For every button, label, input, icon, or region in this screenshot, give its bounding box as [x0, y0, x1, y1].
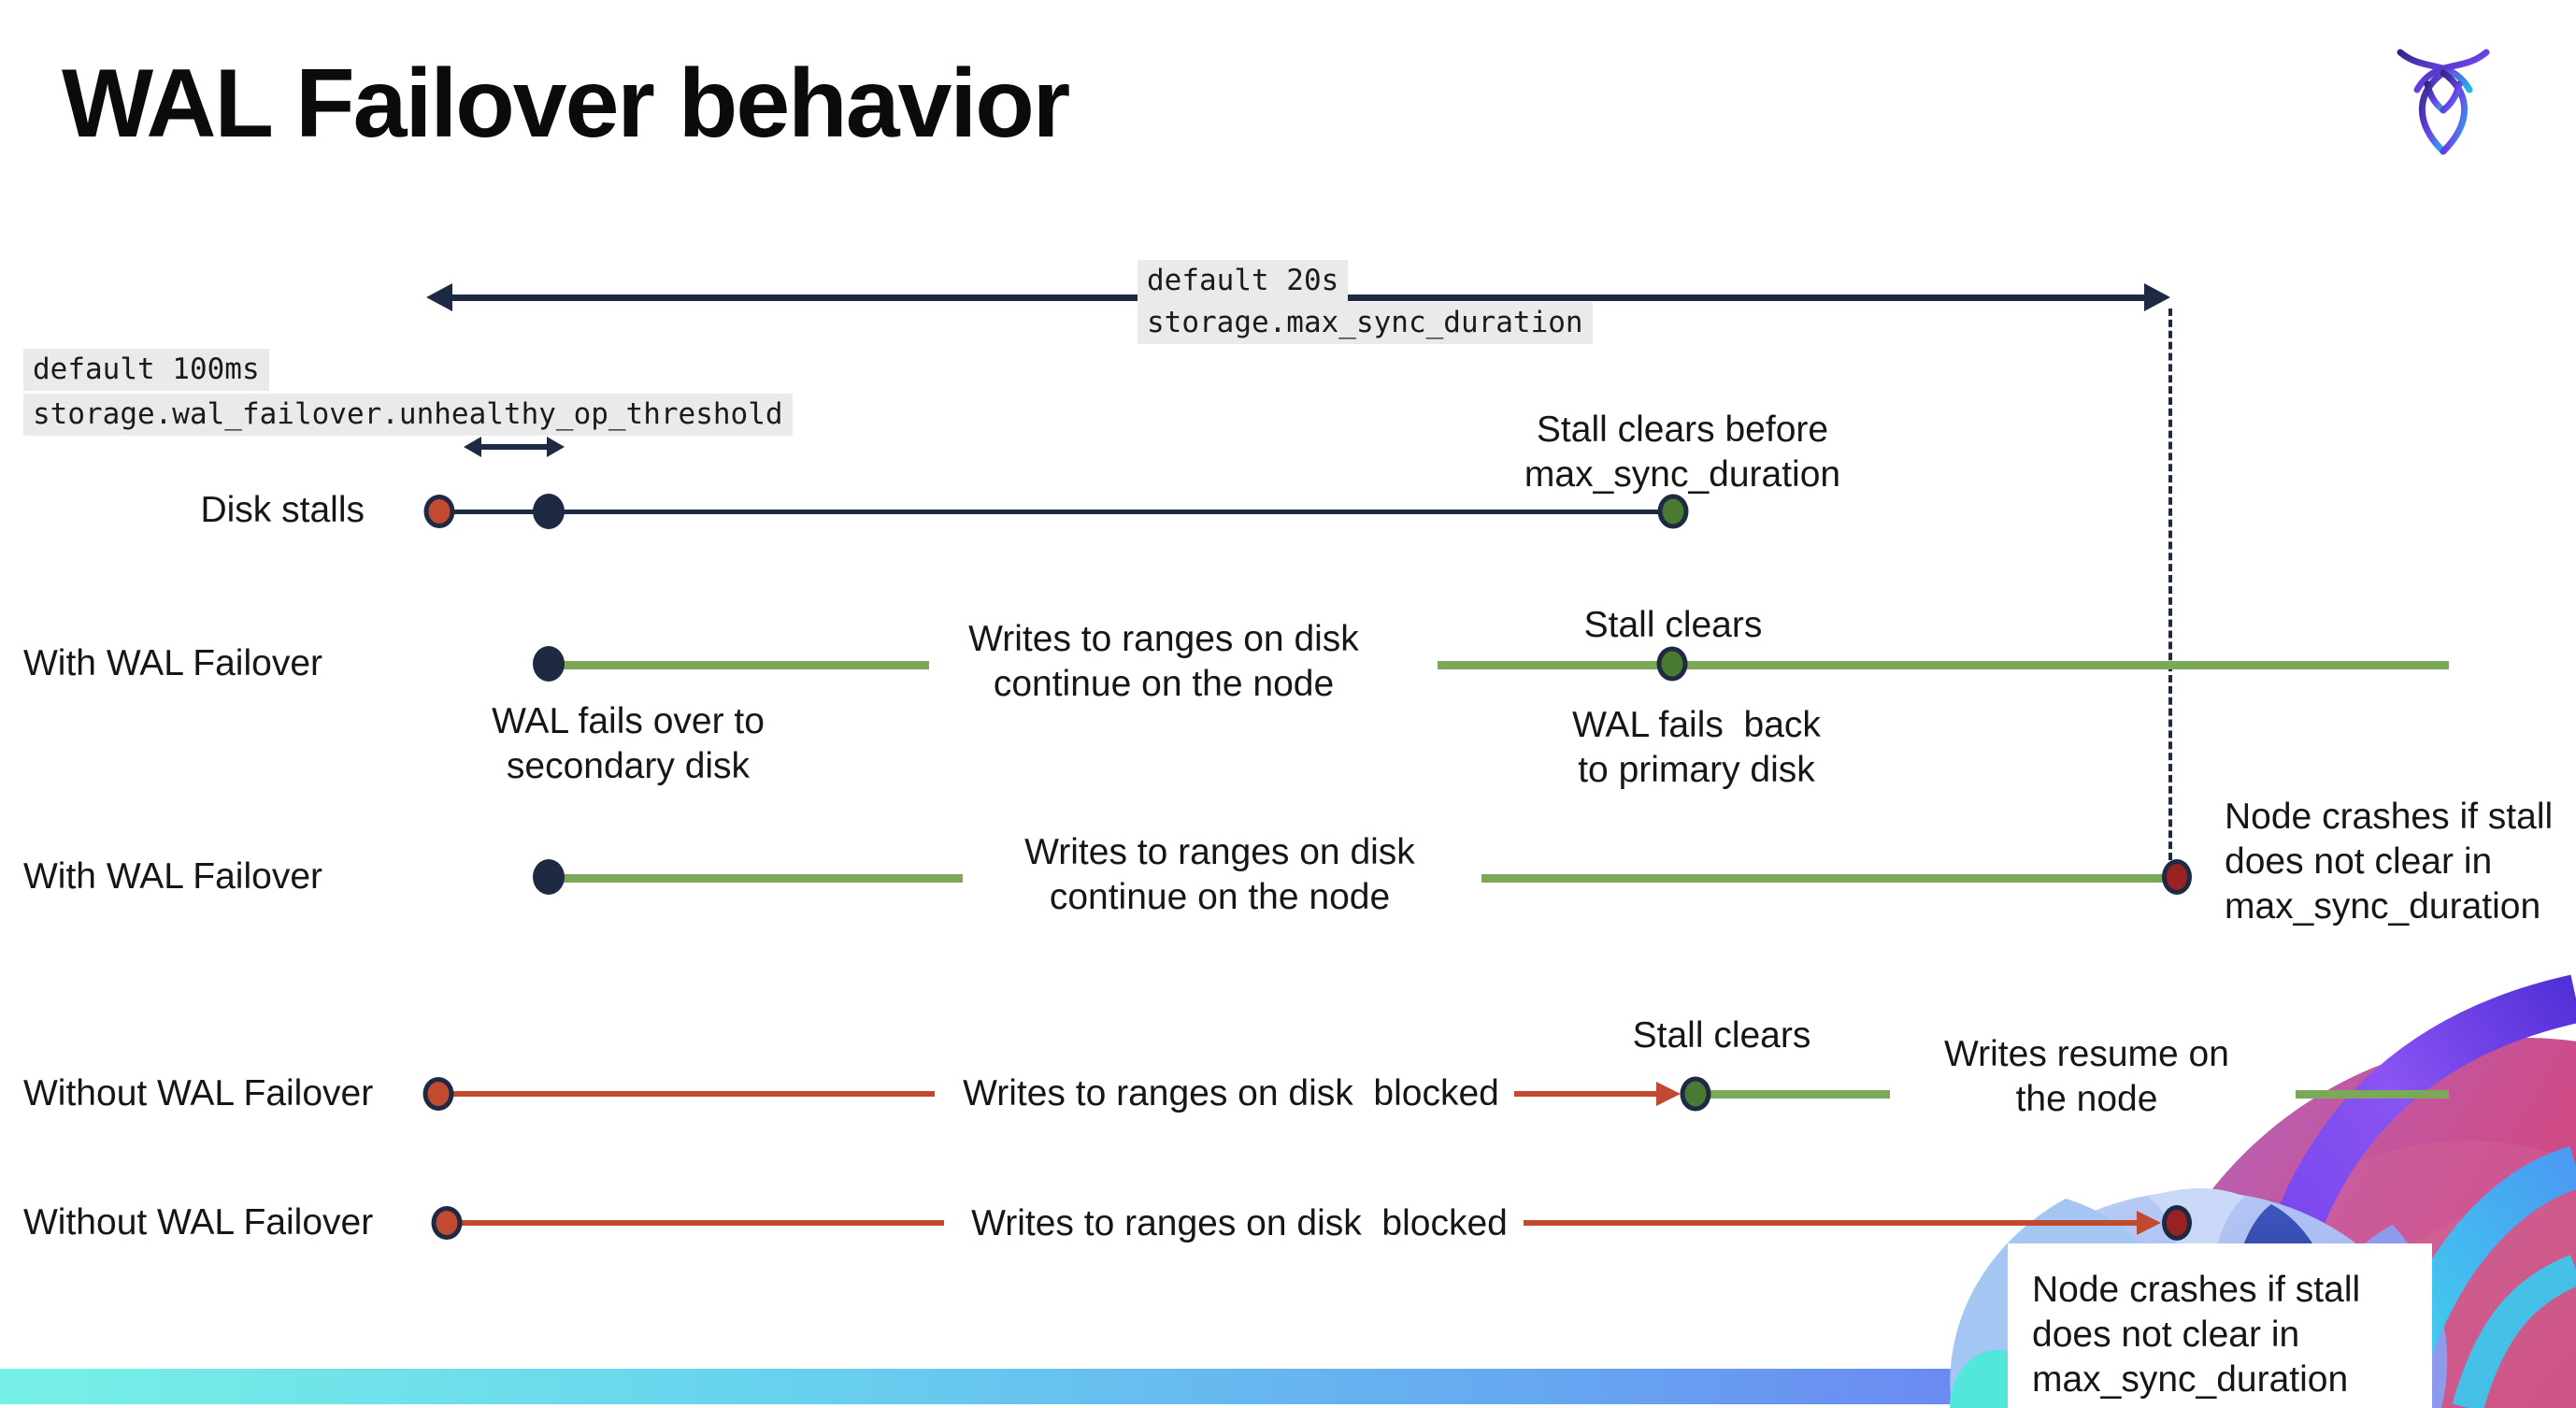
writes-continue-line-2a [559, 874, 963, 883]
stall-clears-note-1: Stall clears [1583, 605, 1763, 645]
max-sync-deadline-dashed-line [2168, 309, 2172, 860]
wal-fails-over-note: WAL fails over to secondary disk [492, 701, 765, 786]
wal-fails-back-note: WAL fails back to primary disk [1572, 705, 1821, 790]
unhealthy-op-setting-label: storage.wal_failover.unhealthy_op_thresh… [23, 394, 793, 436]
max-sync-default-label: default 20s [1138, 260, 1349, 302]
cockroachdb-logo-icon [2397, 49, 2490, 155]
failover-threshold-dot [533, 494, 565, 529]
writes-blocked-note-1: Writes to ranges on disk blocked [963, 1073, 1499, 1113]
writes-blocked-line-2a [458, 1220, 944, 1226]
writes-resume-line-1a [1707, 1090, 1890, 1099]
row-label-with-wal-failover-2: With WAL Failover [23, 856, 322, 897]
stall-start-dot-1 [422, 1077, 454, 1111]
max-sync-setting-label: storage.max_sync_duration [1138, 302, 1593, 344]
stall-clears-early-dot [1657, 494, 1689, 529]
unhealthy-op-span-line [479, 444, 548, 450]
wal-failover-dot-2 [533, 859, 565, 895]
writes-continue-note-1: Writes to ranges on disk continue on the… [968, 619, 1359, 704]
max-sync-right-arrowhead-icon [2144, 283, 2170, 311]
row-label-disk-stalls: Disk stalls [200, 490, 365, 530]
writes-blocked-arrowhead-1-icon [1656, 1082, 1681, 1106]
row-label-without-wal-failover-1: Without WAL Failover [23, 1073, 374, 1113]
writes-blocked-line-1b [1514, 1091, 1656, 1097]
stall-clears-before-note: Stall clears before max_sync_duration [1524, 409, 1841, 495]
stall-clears-dot-2 [1680, 1076, 1711, 1112]
node-crashes-note-1: Node crashes if stall does not clear in … [2225, 797, 2554, 927]
node-crash-dot-2 [2162, 1205, 2192, 1241]
stall-clears-dot-1 [1656, 646, 1688, 682]
unhealthy-op-right-arrowhead-icon [547, 437, 565, 457]
unhealthy-op-left-arrowhead-icon [464, 437, 481, 457]
node-crashes-note-2: Node crashes if stall does not clear in … [2032, 1270, 2361, 1400]
row-label-with-wal-failover-1: With WAL Failover [23, 643, 322, 683]
row-label-without-wal-failover-2: Without WAL Failover [23, 1202, 374, 1243]
writes-blocked-note-2: Writes to ranges on disk blocked [971, 1203, 1508, 1243]
wal-failover-dot-1 [533, 646, 565, 682]
unhealthy-op-default-label: default 100ms [23, 349, 269, 391]
writes-blocked-arrowhead-2-icon [2137, 1211, 2161, 1235]
disk-stall-start-dot [423, 495, 455, 528]
writes-resume-line-1b [2296, 1090, 2449, 1099]
writes-blocked-line-2b [1524, 1220, 2137, 1226]
stall-start-dot-2 [431, 1206, 463, 1240]
writes-continue-line-1b [1438, 661, 2449, 669]
node-crash-dot-1 [2162, 859, 2192, 895]
disk-stall-timeline-line [439, 510, 1673, 514]
max-sync-left-arrowhead-icon [426, 283, 452, 311]
page-title: WAL Failover behavior [62, 50, 1070, 158]
node-crashes-callout-box: Node crashes if stall does not clear in … [2008, 1243, 2432, 1408]
stall-clears-note-2: Stall clears [1632, 1015, 1811, 1056]
writes-continue-line-1a [559, 661, 929, 669]
writes-resume-note: Writes resume on the node [1944, 1034, 2229, 1119]
writes-continue-note-2: Writes to ranges on disk continue on the… [1024, 832, 1415, 917]
writes-continue-line-2b [1481, 874, 2165, 883]
writes-blocked-line-1a [451, 1091, 935, 1097]
